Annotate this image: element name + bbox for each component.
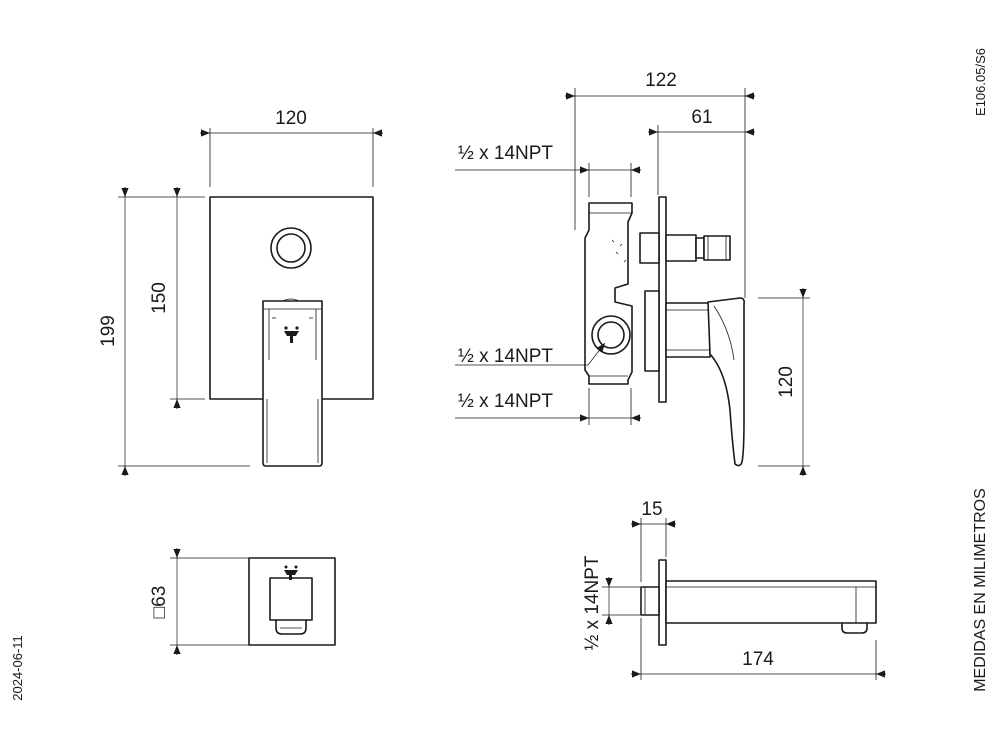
outlet-fitting-inner xyxy=(597,321,625,349)
side-lever xyxy=(707,297,745,467)
units-note: MEDIDAS EN MILIMETROS xyxy=(972,488,989,692)
dim-spout-length: 174 xyxy=(742,649,774,670)
spout-brand-logo-icon xyxy=(284,565,298,580)
dim-handle-height: 120 xyxy=(776,366,797,398)
front-view: 120 199 150 xyxy=(98,108,383,476)
drawing-code: E106.05/S6 xyxy=(973,48,988,116)
lever-handle xyxy=(262,300,323,467)
spout-body xyxy=(665,580,877,624)
dim-front-height-total: 199 xyxy=(98,315,119,347)
spout-wall-plate xyxy=(658,559,667,646)
wall-plate xyxy=(658,196,667,403)
diverter-knob-inner xyxy=(276,233,306,263)
drawing-date: 2024-06-11 xyxy=(10,635,25,701)
dim-side-depth-total: 122 xyxy=(645,70,677,91)
dim-front-height-plate: 150 xyxy=(149,282,170,314)
spout-square xyxy=(269,577,313,621)
valve-body xyxy=(584,202,633,385)
spout-side-view: 15 174 ½ x 14NPT xyxy=(582,499,886,680)
side-view: 122 61 ½ x 14NPT ½ x 14NPT ½ x 14NPT 120 xyxy=(455,70,810,476)
spout-front-view: □63 xyxy=(149,548,336,655)
dim-thread-mid: ½ x 14NPT xyxy=(458,346,553,367)
dim-side-depth-handle: 61 xyxy=(691,107,712,128)
spout-thread xyxy=(640,586,660,616)
diverter-knob-outer xyxy=(270,227,312,269)
brand-logo-icon xyxy=(284,326,299,343)
dim-thread-bottom: ½ x 14NPT xyxy=(458,391,553,412)
dim-front-width: 120 xyxy=(275,108,307,129)
dim-spout-size: □63 xyxy=(149,586,170,619)
dim-thread-top: ½ x 14NPT xyxy=(458,143,553,164)
dim-spout-inset: 15 xyxy=(641,499,662,520)
dim-spout-thread: ½ x 14NPT xyxy=(582,555,603,650)
